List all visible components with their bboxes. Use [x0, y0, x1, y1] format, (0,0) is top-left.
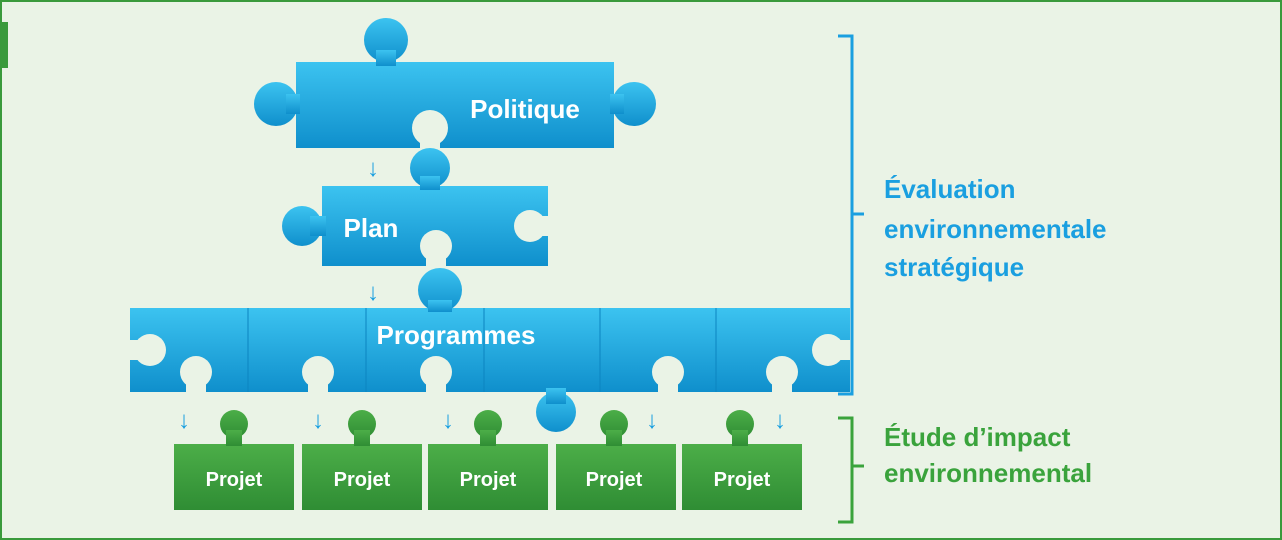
project-label-5: Projet — [714, 469, 771, 491]
eie-label-line-2: environnemental — [884, 458, 1092, 488]
politique-piece: Politique — [254, 18, 656, 150]
arrow-project-4: ↓ — [646, 407, 658, 434]
project-label-1: Projet — [206, 469, 263, 491]
project-arrows: ↓ ↓ ↓ ↓ ↓ — [178, 407, 786, 434]
arrow-project-2: ↓ — [312, 407, 324, 434]
project-label-3: Projet — [460, 469, 517, 491]
project-piece-1: Projet — [174, 410, 294, 510]
eie-label-line-1: Étude d’impact — [884, 422, 1071, 452]
corner-tab — [0, 22, 8, 68]
project-piece-4: Projet — [556, 410, 676, 510]
plan-piece: Plan — [282, 148, 550, 268]
seea-label-line-3: stratégique — [884, 252, 1024, 282]
arrow-project-1: ↓ — [178, 407, 190, 434]
programmes-label: Programmes — [377, 320, 536, 350]
project-label-2: Projet — [334, 469, 391, 491]
programmes-row: Programmes — [128, 268, 852, 432]
seea-label: Évaluation environnementale stratégique — [884, 174, 1107, 282]
arrow-down-1: ↓ — [367, 155, 379, 182]
seea-label-line-2: environnementale — [884, 214, 1107, 244]
project-label-4: Projet — [586, 469, 643, 491]
plan-label: Plan — [344, 213, 399, 243]
seea-bracket — [838, 34, 864, 396]
project-piece-3: Projet — [428, 410, 548, 510]
arrow-down-2: ↓ — [367, 279, 379, 306]
seea-label-line-1: Évaluation — [884, 174, 1015, 204]
eie-label: Étude d’impact environnemental — [884, 422, 1092, 488]
eie-bracket — [838, 416, 864, 524]
arrow-project-3: ↓ — [442, 407, 454, 434]
arrow-project-5: ↓ — [774, 407, 786, 434]
politique-label: Politique — [470, 94, 580, 124]
project-piece-2: Projet — [302, 410, 422, 510]
project-piece-5: Projet — [682, 410, 802, 510]
